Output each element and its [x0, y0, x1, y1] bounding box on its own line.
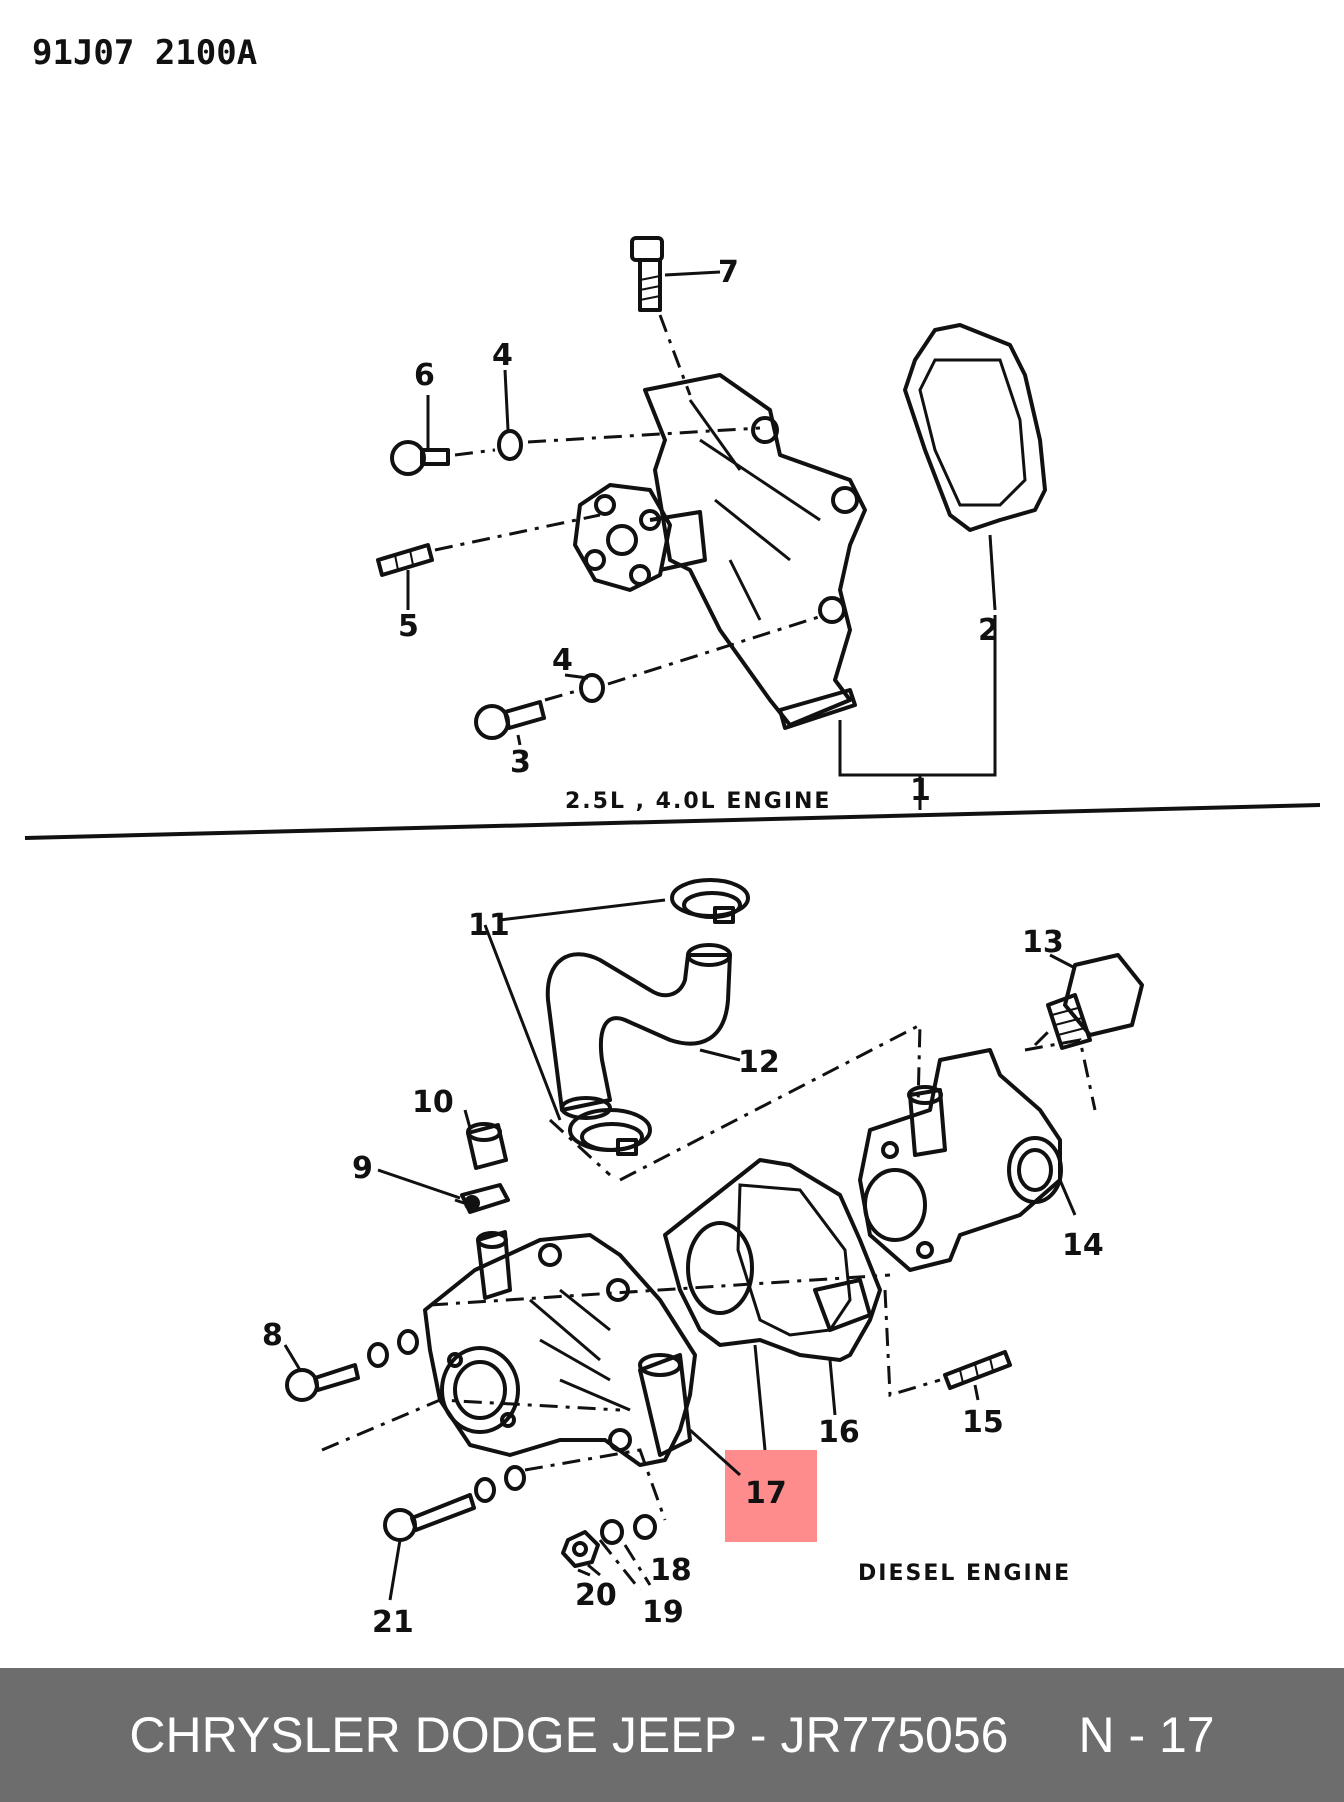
parts-diagram: 91J07 2100A — [24, 33, 1321, 1640]
callout-17: 17 — [745, 1476, 787, 1511]
bolt-21 — [383, 1493, 476, 1542]
washer-8b — [397, 1329, 419, 1355]
bolt-6 — [390, 440, 450, 476]
stud-5 — [376, 543, 434, 577]
highlight-box-17 — [725, 1450, 817, 1542]
gasket-upper — [903, 323, 1047, 532]
callout-4-lower: 4 — [552, 643, 573, 678]
callout-16: 16 — [818, 1415, 860, 1450]
footer-brand-part-number: CHRYSLER DODGE JEEP - JR775056 — [129, 1707, 1009, 1763]
callout-2: 2 — [978, 613, 999, 648]
bolt-8 — [285, 1363, 360, 1402]
washer-21b — [504, 1465, 526, 1491]
water-pump-upper — [573, 373, 867, 730]
callout-21: 21 — [372, 1605, 414, 1640]
callout-11: 11 — [468, 908, 510, 943]
callout-6: 6 — [414, 358, 435, 393]
callout-9: 9 — [352, 1151, 373, 1186]
diagram-code: 91J07 2100A — [32, 33, 257, 73]
thermostat-housing-14 — [858, 1048, 1063, 1272]
stud-15 — [943, 1350, 1012, 1390]
washer-8a — [367, 1342, 389, 1368]
hose-clamp-11-upper — [670, 878, 750, 924]
nut-20 — [561, 1530, 600, 1568]
washer-4-upper — [497, 429, 523, 461]
callout-18: 18 — [650, 1553, 692, 1588]
sensor-9 — [460, 1183, 510, 1214]
callout-19: 19 — [642, 1595, 684, 1630]
callout-20: 20 — [575, 1578, 617, 1613]
sensor-10 — [466, 1122, 508, 1170]
top-section-label: 2.5L , 4.0L ENGINE — [565, 789, 831, 814]
water-pump-diesel — [423, 1230, 697, 1467]
callout-14: 14 — [1062, 1228, 1104, 1263]
callout-13: 13 — [1022, 925, 1064, 960]
hose-12 — [545, 952, 732, 1112]
callout-15: 15 — [962, 1405, 1004, 1440]
section-divider — [24, 803, 1321, 840]
callout-10: 10 — [412, 1085, 454, 1120]
gasket-16 — [663, 1158, 882, 1362]
washer-21a — [474, 1477, 496, 1503]
washer-4-lower — [579, 673, 605, 703]
bolt-7 — [630, 236, 664, 312]
bolt-3 — [474, 700, 546, 740]
callout-5: 5 — [398, 609, 419, 644]
footer-reference: N - 17 — [1078, 1707, 1215, 1763]
callout-12: 12 — [738, 1045, 780, 1080]
washer-19 — [600, 1519, 624, 1545]
footer-bar: CHRYSLER DODGE JEEP - JR775056 N - 17 — [0, 1668, 1344, 1802]
callout-3: 3 — [510, 745, 531, 780]
callout-1: 1 — [910, 773, 931, 808]
callout-7: 7 — [718, 255, 739, 290]
washer-18 — [633, 1514, 657, 1540]
callout-4-upper: 4 — [492, 338, 513, 373]
callout-8: 8 — [262, 1318, 283, 1353]
bottom-section-label: DIESEL ENGINE — [858, 1561, 1071, 1586]
plug-13 — [1046, 953, 1144, 1050]
